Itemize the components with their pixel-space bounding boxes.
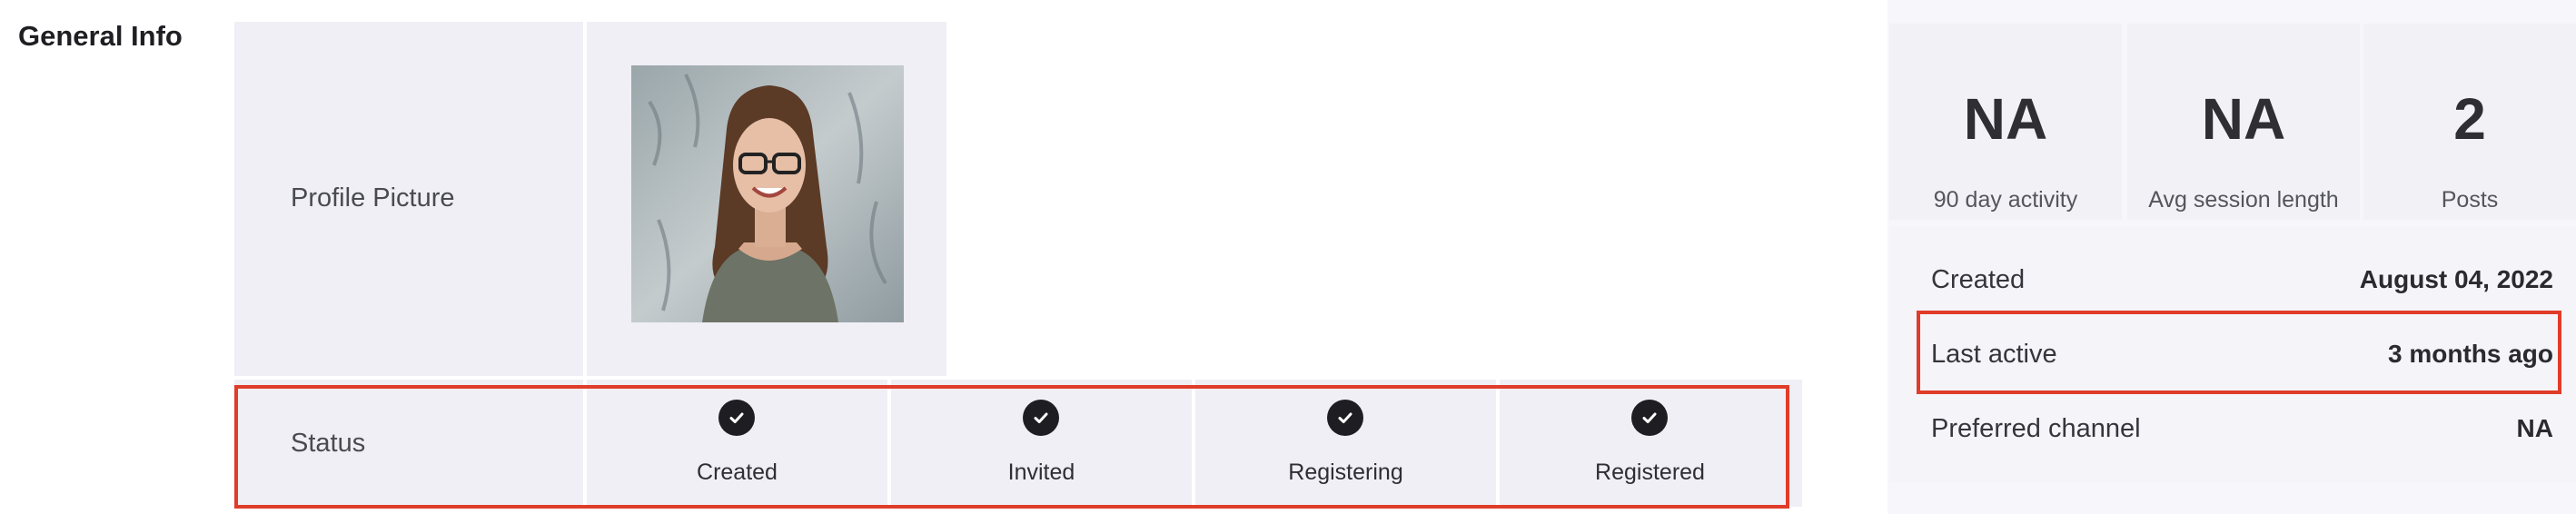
check-circle-icon [718,400,755,436]
detail-key-last-active: Last active [1931,340,2057,369]
detail-key-preferred-channel: Preferred channel [1931,414,2141,443]
check-circle-icon [1327,400,1363,436]
stat-card-posts: 2 Posts [2363,24,2576,220]
stat-card-avg-session-length: NA Avg session length [2127,24,2360,220]
status-step-label: Created [697,460,778,485]
profile-photo-image [631,65,904,322]
profile-picture-label: Profile Picture [291,183,455,213]
detail-value-last-active: 3 months ago [2387,340,2553,368]
status-step-label: Registered [1595,460,1705,485]
check-circle-icon [1631,400,1668,436]
detail-value-preferred-channel: NA [2516,414,2553,442]
detail-value-created: August 04, 2022 [2359,265,2553,293]
status-row-tail [1782,380,1802,507]
status-step-label: Invited [1007,460,1075,485]
status-label: Status [291,429,366,458]
check-circle-icon [1023,400,1059,436]
stat-card-90-day-activity: NA 90 day activity [1889,24,2122,220]
status-step-label: Registering [1288,460,1403,485]
stat-label: Avg session length [2148,187,2339,213]
profile-photo[interactable] [631,65,904,322]
status-step-registered: Registered [1500,380,1800,507]
status-step-registering: Registering [1195,380,1496,507]
stat-label: Posts [2441,187,2499,213]
stat-value: NA [2201,86,2286,152]
status-label-cell: Status [234,380,583,507]
detail-key-created: Created [1931,265,2026,294]
stat-label: 90 day activity [1933,187,2078,213]
stat-value: NA [1963,86,2048,152]
details-list [1889,227,2576,483]
section-title: General Info [18,20,183,52]
status-step-created: Created [587,380,887,507]
stat-value: 2 [2453,86,2486,152]
status-step-invited: Invited [891,380,1192,507]
profile-picture-label-cell: Profile Picture [234,22,583,376]
